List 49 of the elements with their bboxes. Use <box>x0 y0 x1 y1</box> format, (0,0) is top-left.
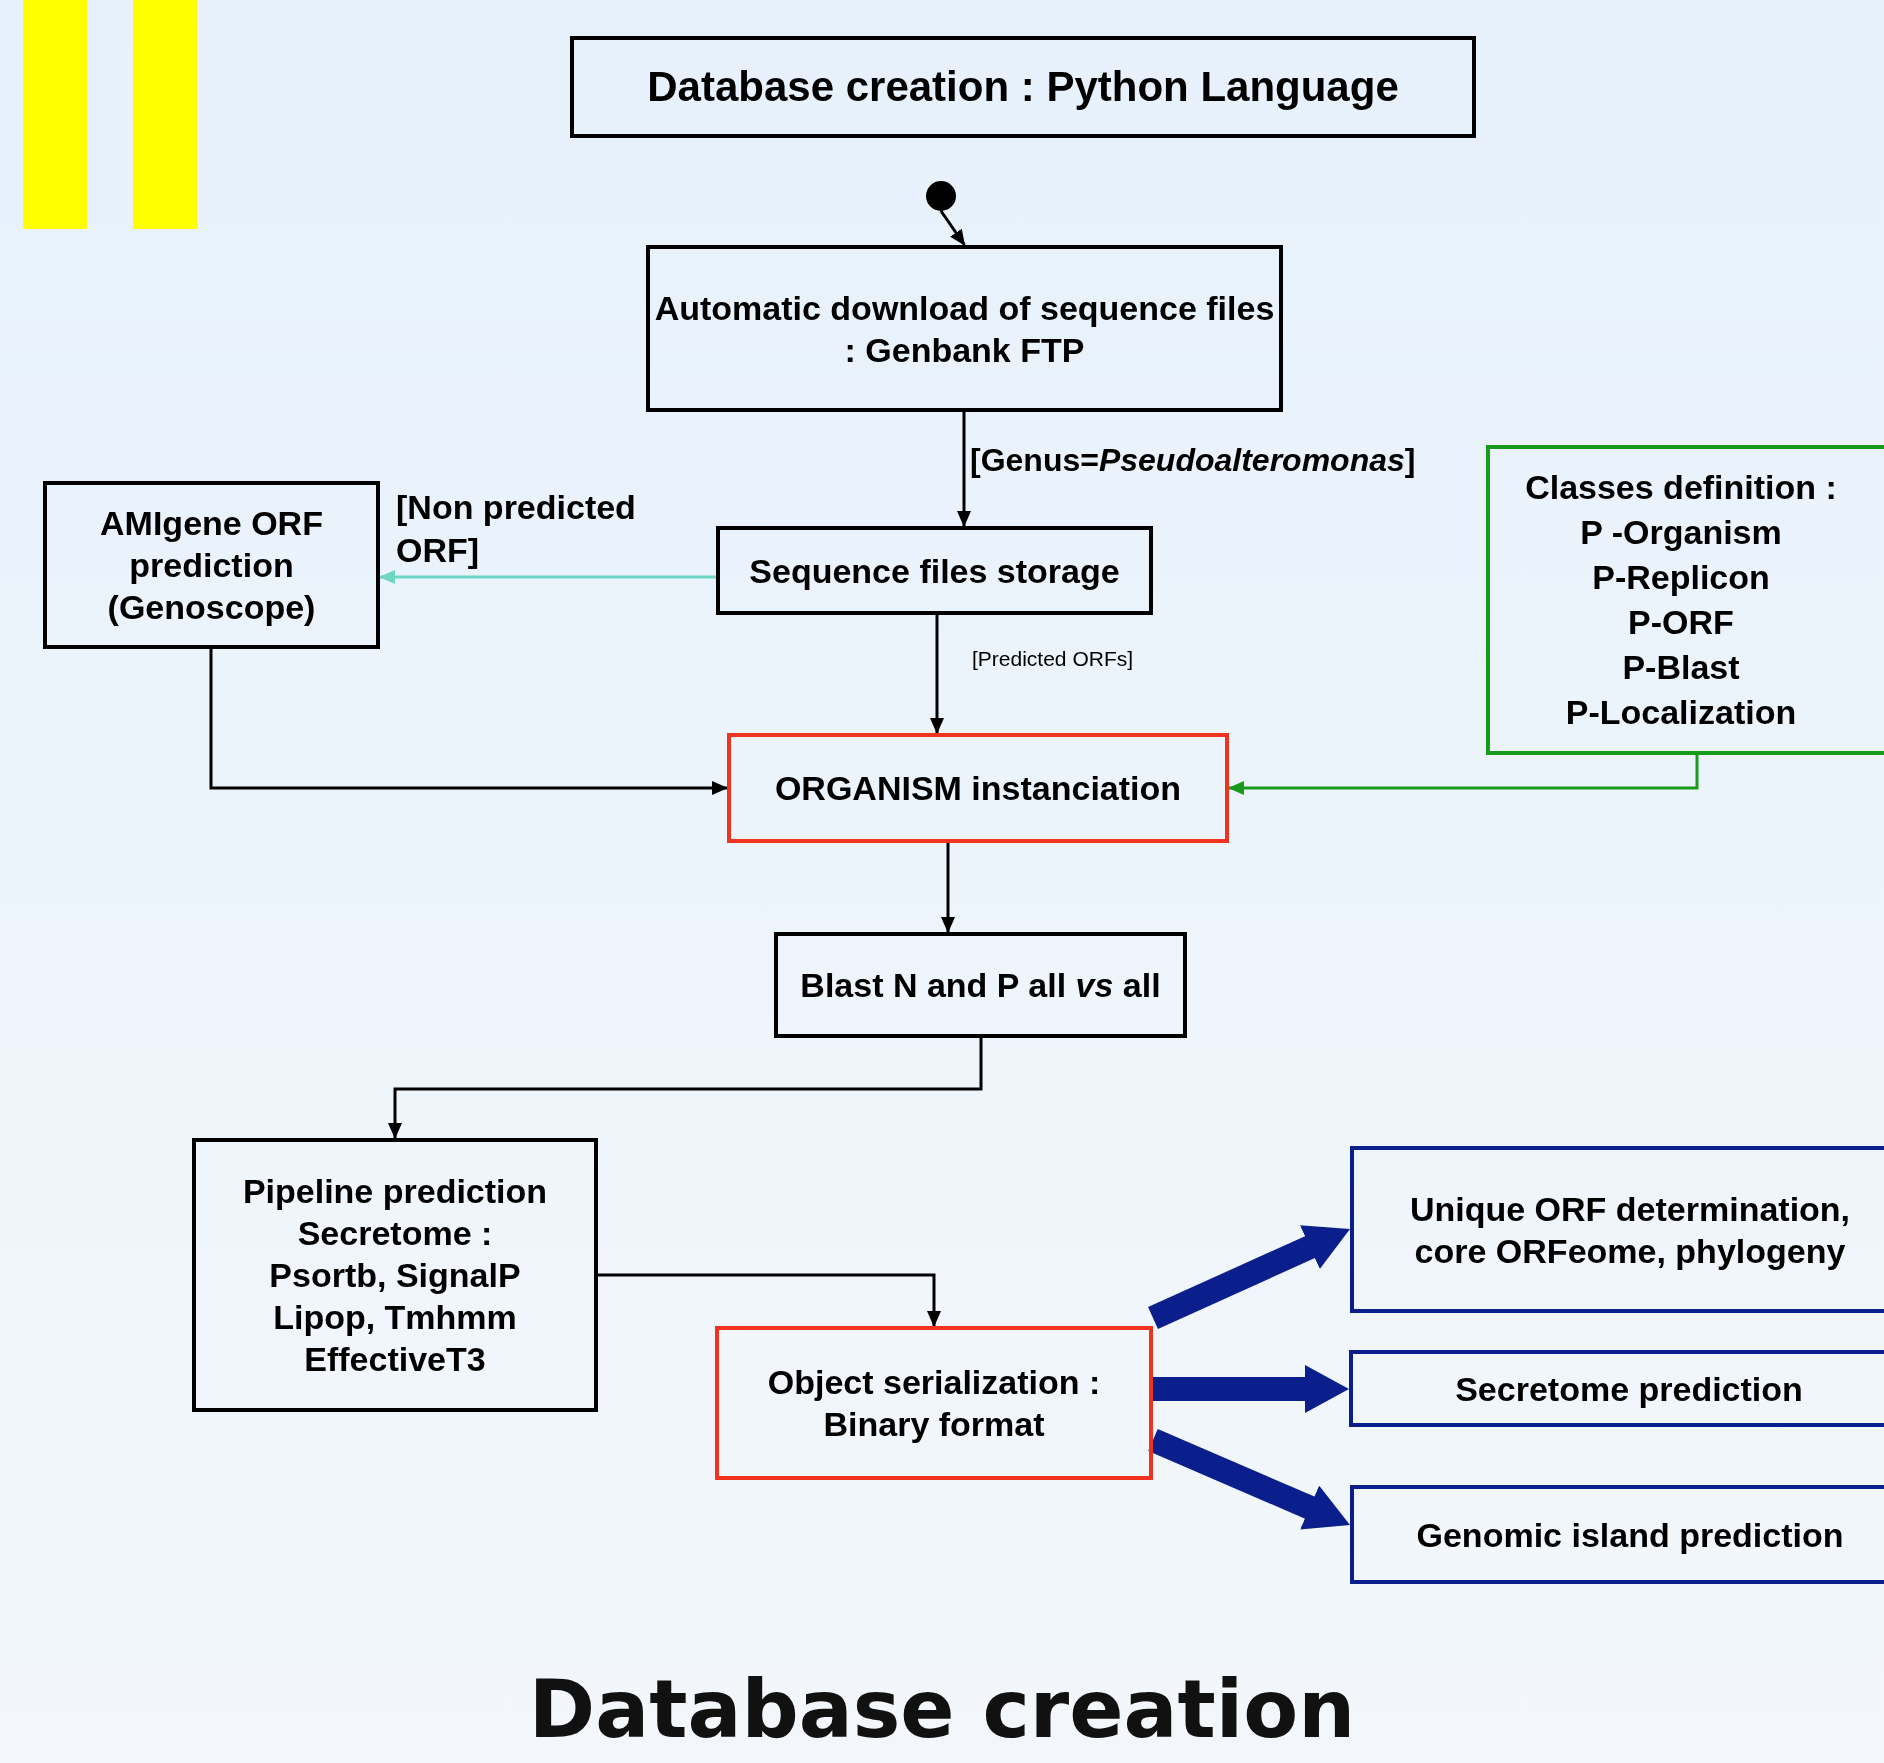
arrow <box>941 843 955 933</box>
heading-box <box>570 36 1476 138</box>
box-label: Database creation : Python Language <box>647 66 1399 108</box>
box-label: AMIgene ORF prediction (Genoscope) <box>99 503 324 628</box>
result-box <box>1349 1350 1884 1427</box>
box-text: EffectiveT3 <box>304 1339 486 1380</box>
box-label: Sequence files storage <box>749 550 1120 592</box>
box-text: P-Localization <box>1565 692 1797 733</box>
edge-label: [Genus=Pseudoalteromonas] <box>970 441 1416 480</box>
box-label: Automatic download of sequence files : Genbank FTP <box>653 287 1276 371</box>
box-text: P-Replicon <box>1592 557 1770 598</box>
box-text: Lipop, Tmhmm <box>273 1297 517 1338</box>
process-box <box>715 1326 1153 1480</box>
start-node-circle <box>926 181 956 211</box>
block-arrow <box>1148 1225 1350 1329</box>
process-box <box>646 245 1283 412</box>
box-text: P-Blast <box>1622 647 1740 688</box>
arrow <box>598 1273 941 1327</box>
edge-label: [Non predicted ORF] <box>396 487 637 571</box>
arrow <box>939 210 966 246</box>
result-box <box>1350 1146 1884 1313</box>
result-box <box>1350 1485 1884 1584</box>
process-box <box>774 932 1187 1038</box>
box-text: Psortb, SignalP <box>269 1255 521 1296</box>
box-label: Genomic island prediction <box>1416 1514 1844 1556</box>
process-box <box>727 733 1229 843</box>
box-label: Blast N and P all vs all <box>800 965 1161 1006</box>
box-label: Classes definition : <box>1525 467 1837 508</box>
box-label: Object serialization : Binary format <box>766 1362 1102 1445</box>
block-arrow <box>1153 1365 1349 1413</box>
arrow <box>388 1038 983 1139</box>
slide-title: Database creation <box>527 1662 1357 1758</box>
process-box <box>43 481 380 649</box>
class-box <box>1486 445 1884 755</box>
box-text: P-ORF <box>1628 602 1734 643</box>
process-box <box>192 1138 598 1412</box>
box-text: P -Organism <box>1580 512 1782 553</box>
arrow <box>379 570 716 584</box>
arrow <box>930 615 944 734</box>
box-label: Unique ORF determination, core ORFeome, phylogeny <box>1408 1188 1852 1272</box>
block-arrow <box>1148 1429 1350 1530</box>
arrow <box>957 412 971 527</box>
box-label: Pipeline prediction Secretome : <box>241 1171 549 1254</box>
arrow <box>209 649 728 795</box>
box-label: Secretome prediction <box>1455 1368 1803 1410</box>
box-label: ORGANISM instanciation <box>774 768 1182 809</box>
arrow <box>1228 755 1699 795</box>
edge-label: [Predicted ORFs] <box>972 646 1134 672</box>
process-box <box>716 526 1153 615</box>
